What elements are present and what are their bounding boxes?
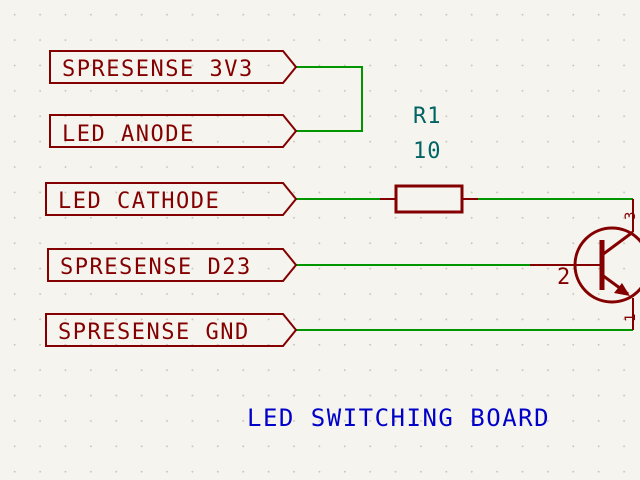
net-label-led-anode[interactable]: LED ANODE [49,114,298,148]
net-label-spresense-d23[interactable]: SPRESENSE D23 [47,248,298,282]
resistor-r1[interactable]: R1 10 [380,104,478,214]
net-label-text: LED CATHODE [58,189,220,214]
transistor-emitter-arrow [614,283,630,296]
net-label-led-cathode[interactable]: LED CATHODE [45,182,298,216]
net-label-text: SPRESENSE 3V3 [62,57,254,82]
transistor-collector-pin-number: 3 [623,212,639,220]
resistor-reference: R1 [413,104,442,129]
transistor-base-pin-number: 2 [557,265,570,290]
wire-3v3-to-anode[interactable] [296,66,363,132]
net-label-text: SPRESENSE GND [58,320,250,345]
board-title: LED SWITCHING BOARD [247,404,550,432]
transistor-collector-lead [601,230,634,257]
net-label-spresense-gnd[interactable]: SPRESENSE GND [45,313,298,347]
transistor-emitter-pin-number: 1 [623,314,639,322]
resistor-value: 10 [413,139,442,164]
net-label-text: SPRESENSE D23 [60,255,252,280]
resistor-body [394,184,464,214]
transistor-q1[interactable]: 2 3 1 [530,199,640,330]
net-label-spresense-3v3[interactable]: SPRESENSE 3V3 [49,50,298,84]
net-label-text: LED ANODE [62,122,195,147]
wires [296,66,633,331]
